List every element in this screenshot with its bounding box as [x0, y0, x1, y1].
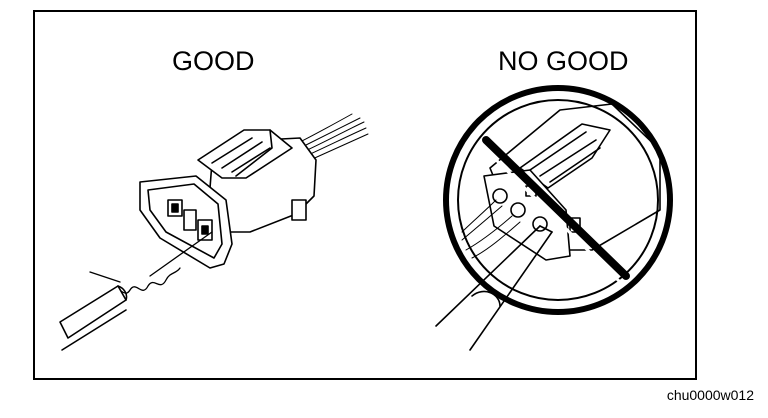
prohibited-circle-slash-icon	[446, 88, 670, 312]
nogood-cavity-1	[493, 189, 507, 203]
diagram-frame	[33, 10, 697, 380]
figure-code-caption: chu0000w012	[666, 387, 754, 403]
good-cavity-2	[184, 210, 196, 230]
nogood-cavity-2	[511, 203, 525, 217]
good-probe-lead	[90, 232, 212, 282]
no-good-label: NO GOOD	[498, 46, 629, 76]
good-label: GOOD	[172, 46, 255, 76]
good-connector-illustration	[60, 114, 368, 350]
good-probe-coil	[112, 268, 180, 293]
nogood-connector-illustration	[436, 88, 670, 350]
good-connector-side-lock	[292, 200, 306, 220]
nogood-probe-body	[436, 226, 552, 350]
